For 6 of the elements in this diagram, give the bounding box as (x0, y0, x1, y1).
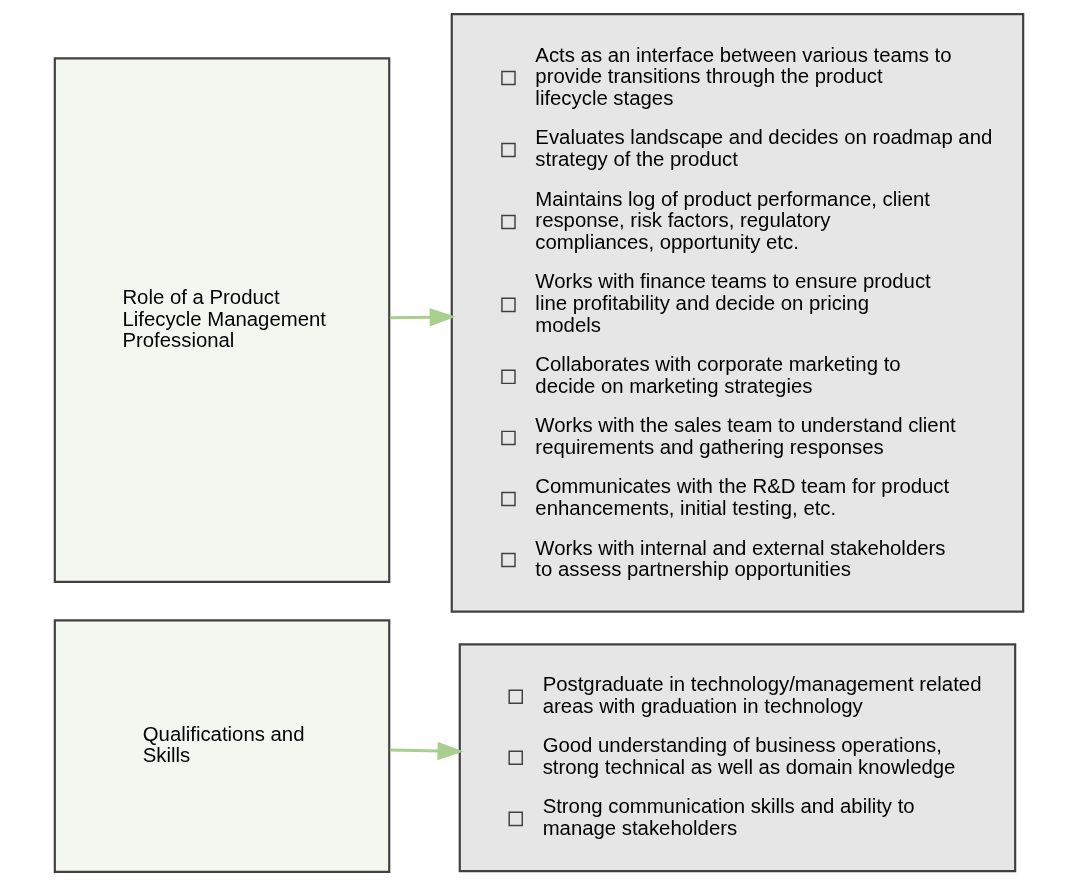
node-box: Qualifications and Skills (53, 619, 390, 873)
arrow (389, 308, 456, 327)
arrow (389, 741, 464, 761)
node-box: Role of a Product Lifecycle Management Professional (53, 57, 390, 583)
node-box: Acts as an interface between various teams to provide transitions through the product lifecycle stages Evaluates landscape and decides on roadmap and strategy of the product Maintains log of product performance, client response, risk factors, regulatory compliances, opportunity etc. Works with finance teams to ensure product line profitability and decide on pricing models Collaborates with corporate marketing to decide on marketing strategies Works with the sales team to understand client requirements and gathering responses Communicates with the R&D team for product enhancements, initial testing, etc. Works with internal and external stakeholders to assess partnership opportunities (450, 13, 1024, 613)
node-box: Postgraduate in technology/management related areas with graduation in technology Good understanding of business operations, strong technical as well as domain knowledge Strong communication skills and ability to manage stakeholders (458, 643, 1016, 873)
